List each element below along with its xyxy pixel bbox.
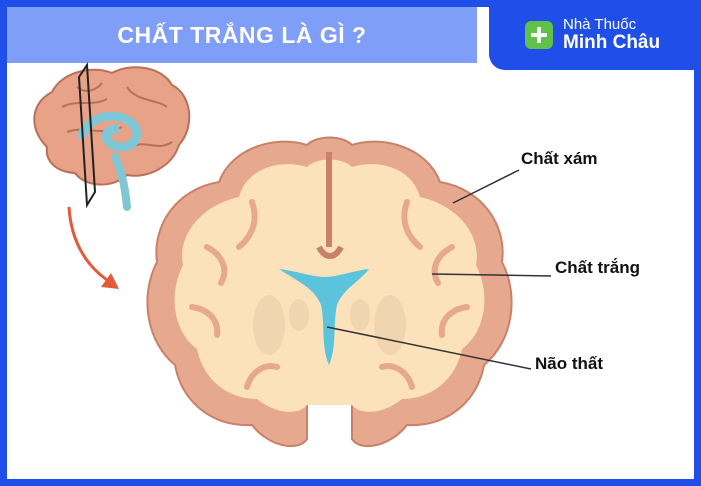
white-matter-pointer [431, 273, 552, 277]
arrow-icon [67, 206, 119, 289]
brain-coronal-section [146, 136, 513, 448]
plus-icon [525, 21, 553, 49]
gray-matter-pointer [452, 169, 520, 204]
page-title: CHẤT TRẮNG LÀ GÌ ? [117, 21, 367, 48]
label-white-matter: Chất trắng [555, 258, 640, 277]
label-gray-matter: Chất xám [521, 149, 598, 168]
brand-line2: Minh Châu [563, 31, 661, 53]
title-banner: CHẤT TRẮNG LÀ GÌ ? [7, 7, 477, 63]
brand-name: Nhà Thuốc Minh Châu [563, 17, 660, 53]
ventricle-pointer [326, 326, 532, 370]
brain-illustration [33, 61, 552, 448]
brain-side-view [33, 61, 191, 211]
label-ventricle: Não thất [535, 354, 603, 373]
brand-badge[interactable]: Nhà Thuốc Minh Châu [489, 7, 694, 70]
brand-line1: Nhà Thuốc [563, 16, 637, 34]
